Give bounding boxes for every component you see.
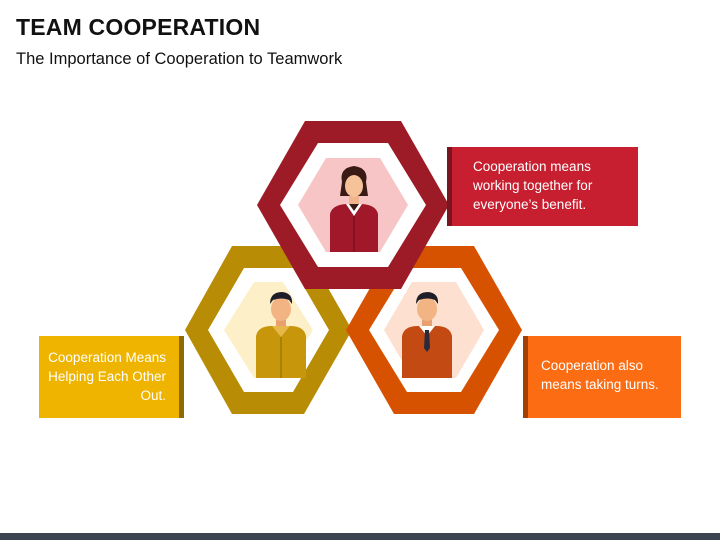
man-with-tie-icon [402, 292, 452, 378]
callout-left-text: Cooperation Means Helping Each Other Out… [48, 350, 166, 403]
callout-left-box [39, 336, 180, 418]
callout-top-accent [447, 147, 452, 226]
callout-top-text: Cooperation means working together for e… [473, 159, 593, 212]
callout-right-accent [523, 336, 528, 418]
page-subtitle: The Importance of Cooperation to Teamwor… [16, 50, 343, 68]
page-title: TEAM COOPERATION [16, 14, 261, 40]
callout-left-accent [179, 336, 184, 418]
woman-icon [330, 166, 378, 252]
callout-right-box [527, 336, 681, 418]
man-icon [256, 292, 306, 378]
callout-right-text: Cooperation also means taking turns. [541, 358, 659, 392]
bottom-bar [0, 533, 720, 540]
callout-top-box [451, 147, 638, 226]
